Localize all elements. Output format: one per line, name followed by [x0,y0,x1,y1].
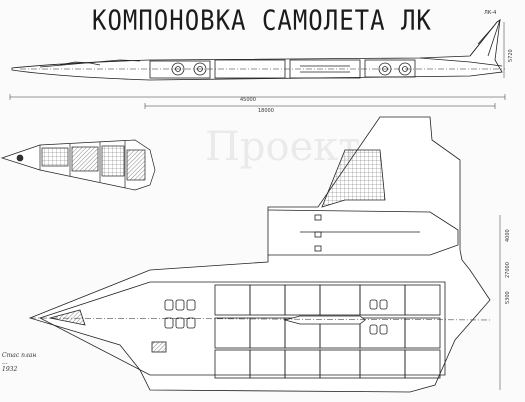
dim-second-length: 18000 [258,108,274,114]
watermark-text: Проект [205,124,360,170]
stamp-line: Стас план [2,352,37,359]
stamp-line: 1932 [2,366,18,373]
dim-overall-length: 45000 [240,97,256,103]
drawing-stamp: Стас план ... 1932 [2,352,44,373]
dimension-lines [9,22,506,390]
side-view [11,19,505,81]
watermark: Проект [205,124,360,170]
drawing-title: КОМПОНОВКА САМОЛЕТА ЛК [92,4,432,37]
stamp-line: ... [2,359,8,366]
corner-note: ЛК-4 [484,10,497,16]
plan-view [28,116,491,393]
nose-section-view [0,139,156,191]
